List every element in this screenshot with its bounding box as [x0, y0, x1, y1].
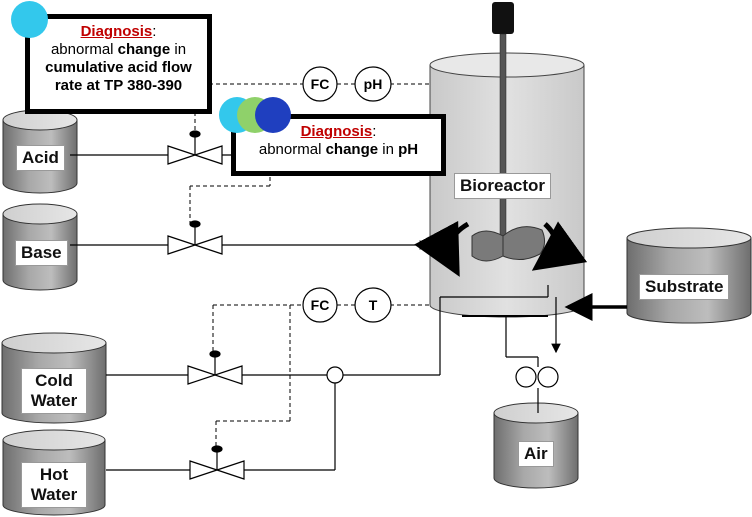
air-label: Air: [518, 441, 554, 467]
diagnosis-2-line1-pre: abnormal: [258, 141, 326, 158]
impeller: [471, 226, 546, 262]
ph-controller: pH: [354, 66, 392, 102]
hot-water-label: Hot Water: [21, 462, 87, 508]
diagnosis-1-line1-bold: change: [117, 41, 171, 58]
t-label: T: [369, 297, 378, 313]
rotation-arrow-left-icon: [414, 220, 470, 277]
bioreactor-label: Bioreactor: [454, 173, 552, 199]
diagnosis-1-line1-post: in: [170, 41, 187, 58]
diagnosis-2-colon: :: [372, 123, 377, 140]
rotation-arrow-right-icon: [531, 221, 588, 271]
fc-controller-top: FC: [302, 66, 338, 102]
diagnosis-2-line1-bold2: pH: [398, 141, 419, 158]
hot-water-valve: [189, 445, 245, 480]
agitator-motor: [492, 2, 514, 34]
mixing-junction: [326, 366, 344, 384]
base-valve: [167, 220, 223, 255]
fc-controller-bottom: FC: [302, 287, 338, 323]
diagnosis-1-title: Diagnosis: [80, 23, 153, 40]
diagnosis-2-title: Diagnosis: [300, 123, 373, 140]
agitator-shaft: [499, 33, 507, 257]
air-pump-icon: [515, 366, 559, 388]
diagnosis-1-line2: cumulative acid flow: [45, 59, 192, 76]
diagnosis-2-line1-bold: change: [325, 141, 379, 158]
diagnosis-2-line1-mid: in: [378, 141, 399, 158]
diagnosis-1-colon: :: [152, 23, 157, 40]
base-label: Base: [15, 240, 68, 266]
substrate-label: Substrate: [639, 274, 730, 300]
diagnosis-1-line3: rate at TP 380-390: [54, 77, 183, 94]
cold-water-label-line2: Water: [30, 391, 78, 410]
fc-top-label: FC: [311, 76, 330, 92]
diagnosis-box-acid-flow: Diagnosis: abnormal change in cumulative…: [25, 14, 212, 114]
hot-water-label-line1: Hot: [39, 465, 69, 484]
acid-valve: [167, 130, 223, 165]
t-controller: T: [354, 287, 392, 323]
diagnosis-box-ph: Diagnosis: abnormal change in pH: [231, 114, 446, 176]
diagnosis-1-marker-icon: [11, 1, 48, 38]
diagnosis-2-marker-blue-icon: [255, 97, 291, 133]
cold-water-valve: [187, 350, 243, 385]
hot-water-label-line2: Water: [30, 485, 78, 504]
cold-water-label: Cold Water: [21, 368, 87, 414]
ph-label: pH: [364, 76, 383, 92]
diagnosis-1-line1-pre: abnormal: [50, 41, 118, 58]
fc-bottom-label: FC: [311, 297, 330, 313]
acid-label: Acid: [16, 145, 65, 171]
cold-water-label-line1: Cold: [35, 371, 73, 390]
